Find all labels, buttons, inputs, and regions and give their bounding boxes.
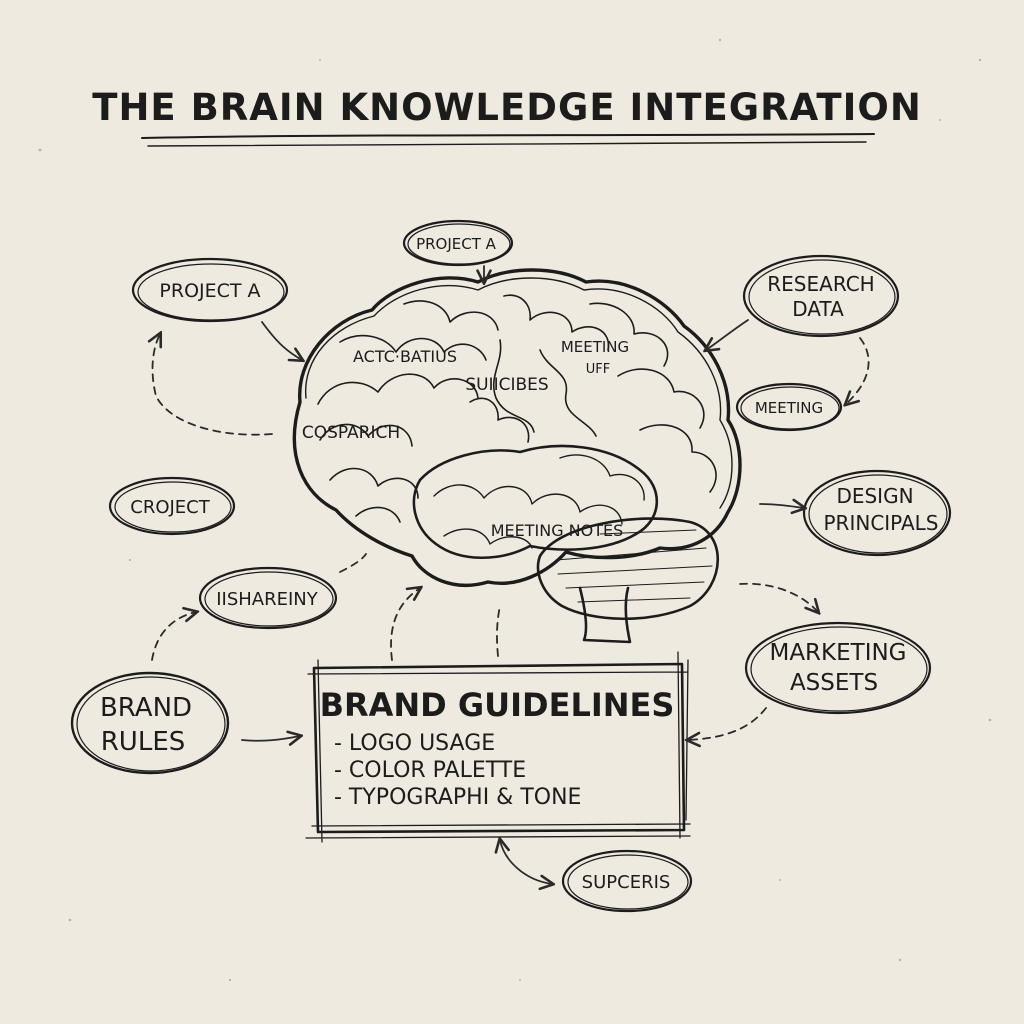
cerebrum-outline	[292, 268, 742, 587]
arrow-brand-rules-to-iishareiny	[151, 612, 196, 661]
title-underline-2	[147, 141, 867, 147]
arrow-research-to-brain	[706, 319, 749, 350]
brain-stem	[578, 586, 632, 644]
node-project-a-top-label: PROJECT A	[416, 235, 497, 253]
node-croject-label: CROJECT	[130, 497, 210, 518]
arrow-iishareiny-to-brain	[339, 553, 367, 573]
node-marketing-assets-label-2: ASSETS	[790, 670, 878, 696]
temporal-lobe	[412, 444, 659, 560]
node-brand-rules-label-1: BRAND	[100, 693, 192, 723]
node-croject[interactable]: CROJECT	[108, 476, 236, 536]
brand-guidelines-box[interactable]: BRAND GUIDELINES - LOGO USAGE - COLOR PA…	[305, 651, 691, 843]
node-supceris[interactable]: SUPCERIS	[561, 849, 693, 913]
brain-label-meeting-upper-suffix: UFF	[586, 362, 610, 377]
node-research-data-label-2: DATA	[792, 297, 844, 321]
arrow-brand-rules-to-guidelines	[241, 736, 300, 741]
brain-label-meeting-notes: MEETING NOTES	[491, 521, 624, 540]
diagram-title: THE BRAIN KNOWLEDGE INTEGRATION	[92, 86, 922, 129]
title-underline	[141, 133, 875, 139]
node-iishareiny-label: IISHAREINY	[216, 589, 319, 610]
brain-labels: ACTC·BATIUS MEETING UFF SUIICIBES COSPAR…	[302, 338, 629, 540]
node-design-principals-label-2: PRINCIPALS	[824, 511, 939, 535]
arrow-marketing-to-guidelines	[688, 707, 767, 740]
brain-label-cosparich: COSPARICH	[302, 423, 400, 443]
node-meeting[interactable]: MEETING	[735, 382, 843, 432]
node-research-data-label-1: RESEARCH	[767, 272, 874, 296]
arrow-brain-to-marketing	[739, 582, 818, 612]
arrow-guidelines-to-brain-mid	[496, 605, 501, 657]
node-brand-rules[interactable]: BRAND RULES	[70, 671, 230, 775]
brand-guidelines-item: - TYPOGRAPHI & TONE	[334, 785, 581, 810]
brain-label-actc-batius: ACTC·BATIUS	[353, 347, 457, 366]
brain-label-meeting-upper: MEETING	[561, 338, 629, 356]
arrow-project-a-to-brain	[261, 321, 302, 360]
arrow-guidelines-to-brain-left	[390, 588, 420, 661]
connectors	[151, 265, 870, 884]
node-meeting-label: MEETING	[755, 399, 823, 417]
node-design-principals-label-1: DESIGN	[836, 484, 913, 508]
node-brand-rules-label-2: RULES	[101, 727, 186, 757]
brand-guidelines-heading: BRAND GUIDELINES	[320, 686, 675, 724]
node-research-data[interactable]: RESEARCH DATA	[742, 254, 900, 338]
node-project-a-top[interactable]: PROJECT A	[402, 219, 514, 267]
node-marketing-assets-label-1: MARKETING	[769, 640, 906, 666]
node-iishareiny[interactable]: IISHAREINY	[198, 566, 338, 630]
brand-guidelines-item: - COLOR PALETTE	[334, 758, 526, 783]
paper-texture	[38, 38, 992, 982]
brain-label-suiicibes: SUIICIBES	[465, 375, 548, 395]
node-supceris-label: SUPCERIS	[582, 872, 671, 893]
node-project-a-left[interactable]: PROJECT A	[131, 257, 289, 323]
node-project-a-left-label: PROJECT A	[159, 280, 260, 302]
arrow-brain-to-project-a	[153, 334, 273, 436]
arrow-research-to-meeting	[846, 337, 870, 404]
cerebellum	[536, 517, 720, 621]
brain-sketch	[292, 268, 742, 644]
node-marketing-assets[interactable]: MARKETING ASSETS	[744, 621, 932, 715]
node-design-principals[interactable]: DESIGN PRINCIPALS	[802, 469, 952, 557]
brand-guidelines-item: - LOGO USAGE	[334, 731, 495, 756]
arrow-guidelines-supceris	[500, 840, 552, 884]
arrow-brain-to-design	[759, 504, 804, 508]
title-group: THE BRAIN KNOWLEDGE INTEGRATION	[92, 86, 922, 147]
